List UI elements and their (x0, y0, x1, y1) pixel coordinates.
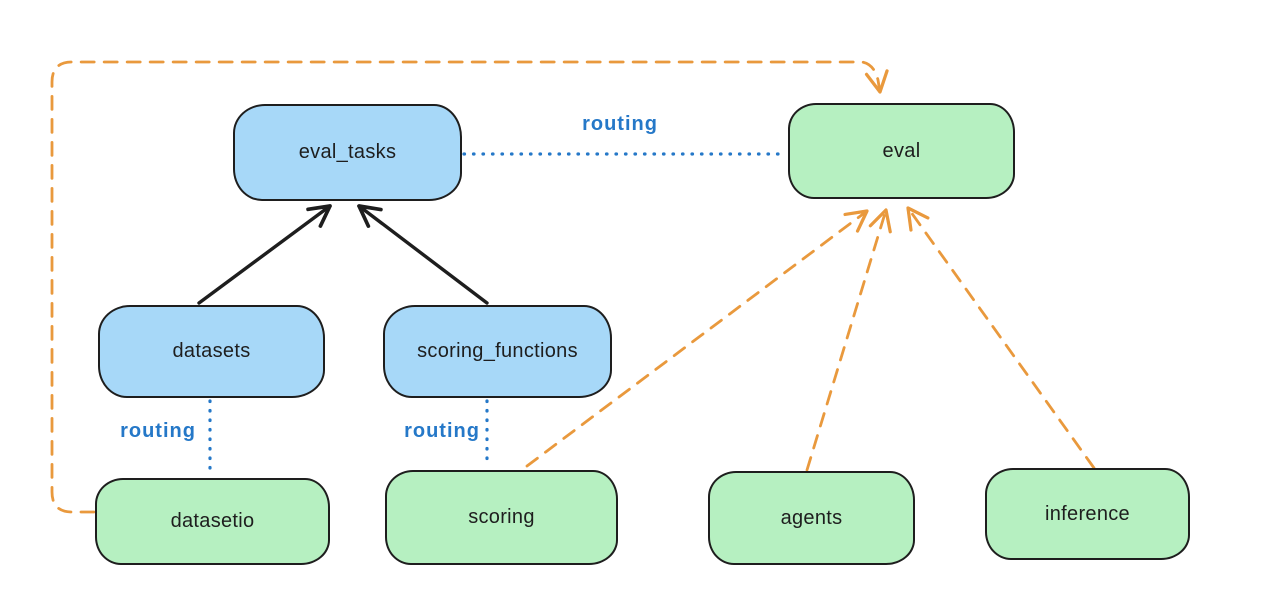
edge-datasetio-to-eval-dashed (50, 60, 889, 514)
node-scoring-functions: scoring_functions (383, 305, 612, 398)
edge-scoring-functions-to-eval-tasks (357, 204, 489, 305)
edge-agents-to-eval-dashed (805, 208, 892, 472)
edge-datasets-to-eval-tasks (197, 204, 332, 305)
node-datasets: datasets (98, 305, 325, 398)
edge-label-routing-scoring-functions-scoring: routing (404, 420, 480, 442)
node-inference: inference (985, 468, 1190, 560)
node-datasetio: datasetio (95, 478, 330, 565)
edge-scoring-to-eval-dashed (525, 209, 869, 468)
edge-label-routing-eval-tasks-eval: routing (582, 113, 658, 135)
edge-label-routing-datasets-datasetio: routing (120, 420, 196, 442)
node-agents: agents (708, 471, 915, 565)
node-eval: eval (788, 103, 1015, 199)
edge-inference-to-eval-dashed (906, 206, 1096, 470)
node-eval-tasks: eval_tasks (233, 104, 462, 201)
node-scoring: scoring (385, 470, 618, 565)
